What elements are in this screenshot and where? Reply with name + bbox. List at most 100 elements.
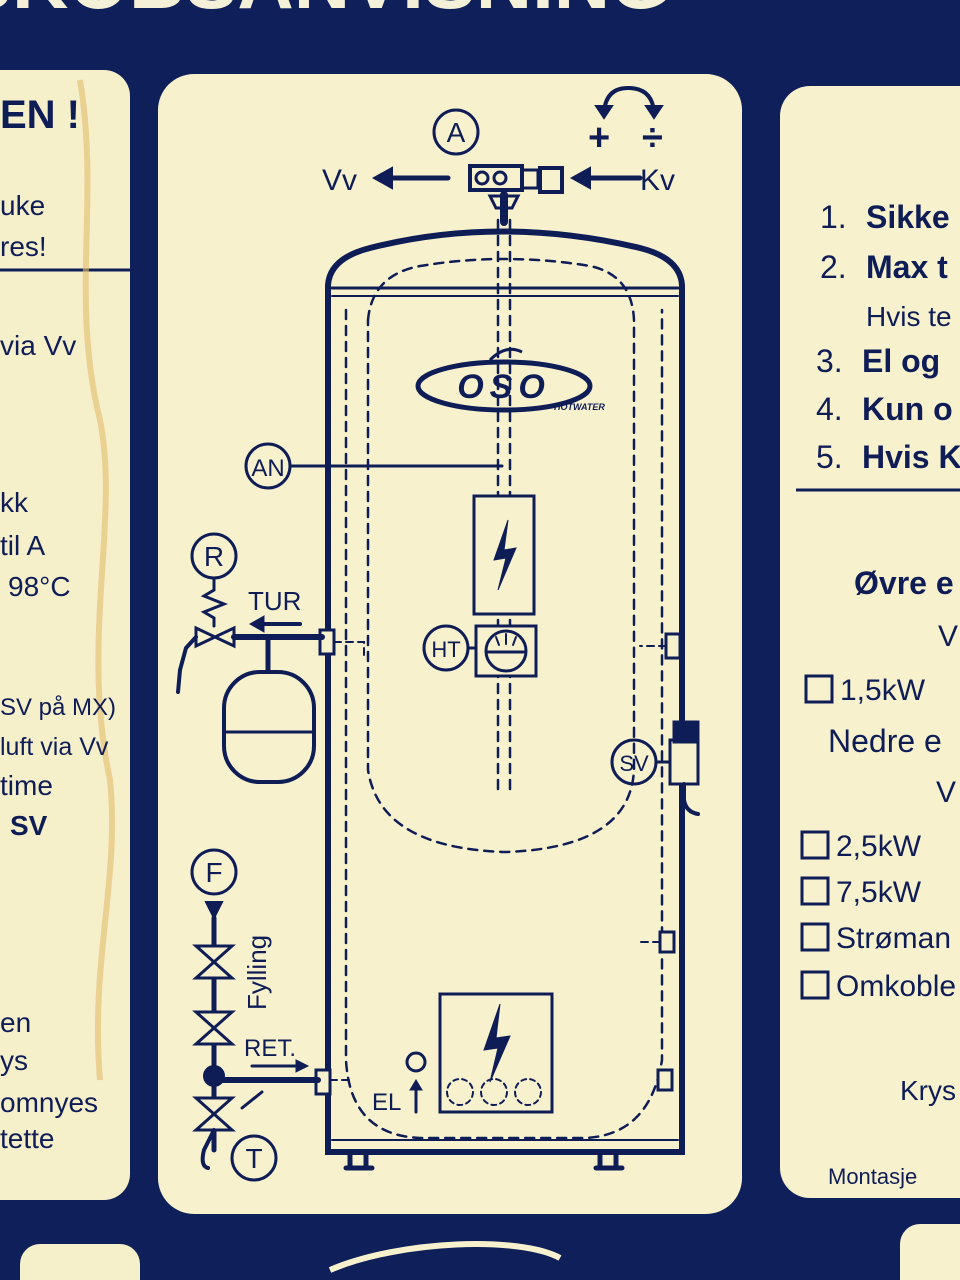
- bottom-logo-swoosh: [328, 1241, 562, 1273]
- thermostat-tick: [512, 636, 517, 646]
- label-vv: Vv: [322, 164, 357, 197]
- left-line: SV på MX): [0, 694, 116, 721]
- label-el: EL: [372, 1089, 401, 1116]
- step-number: 4.: [816, 391, 843, 427]
- lower-element-sub: V: [936, 776, 956, 809]
- step-text: Max t: [866, 249, 948, 285]
- footer-text: Krys: [900, 1075, 956, 1106]
- upper-element-sub: V: [938, 620, 958, 653]
- left-line: ys: [0, 1045, 28, 1076]
- lower-option-label: 2,5kW: [836, 830, 922, 863]
- fill-valve-lower: [192, 1010, 236, 1046]
- lower-option-checkbox[interactable]: [800, 970, 830, 1000]
- el-arrowhead: [409, 1079, 423, 1091]
- upper-option-label: 1,5kW: [840, 674, 926, 707]
- right-connection-bottom: [656, 1068, 674, 1092]
- bottom-right-panel-edge: [900, 1224, 960, 1280]
- left-line: omnyes: [0, 1087, 98, 1118]
- left-line: til A: [0, 530, 45, 561]
- label-minus: ÷: [642, 117, 663, 159]
- lower-option-checkbox[interactable]: [800, 922, 830, 952]
- el-indicator-icon: [405, 1051, 427, 1073]
- fill-valve-upper: [192, 944, 236, 980]
- left-line: en: [0, 1007, 31, 1038]
- label-fylling: Fylling: [242, 935, 272, 1010]
- label-f: F: [205, 857, 222, 888]
- label-circle-t: [230, 1134, 278, 1182]
- ret-flow-arrowhead: [295, 1059, 310, 1073]
- element-socket: [446, 1078, 474, 1106]
- step-text: Hvis te: [866, 301, 952, 332]
- inner-tank-dashed: [366, 257, 636, 854]
- lower-option-label: Omkoble: [836, 970, 956, 1003]
- safety-valve-body: [668, 738, 700, 786]
- left-line: tette: [0, 1123, 54, 1154]
- drain-outlet: [200, 1128, 216, 1170]
- step-text: Sikke: [866, 199, 950, 235]
- left-panel: [0, 70, 130, 1200]
- lower-heater-bolt-icon: [483, 1003, 511, 1083]
- water-stain: [77, 79, 116, 1081]
- pressure-valve-drain: [176, 635, 198, 694]
- step-number: 2.: [820, 249, 847, 285]
- step-number: 3.: [816, 343, 843, 379]
- label-sv: SV: [619, 751, 649, 776]
- upper-element-heading: Øvre e: [854, 565, 954, 601]
- bottom-left-panel-edge: [20, 1244, 140, 1280]
- label-ret: RET.: [244, 1035, 296, 1062]
- left-heading: EN !: [0, 93, 80, 137]
- left-line: uke: [0, 190, 45, 221]
- label-a: A: [447, 117, 466, 148]
- valve-knob: [492, 170, 508, 186]
- expansion-tank-icon: [222, 670, 316, 784]
- right-panel: [780, 86, 960, 1198]
- element-socket: [514, 1078, 542, 1106]
- tank-outline: [325, 228, 685, 1155]
- tur-connection: [318, 628, 336, 656]
- upper-option-checkbox[interactable]: [804, 674, 834, 704]
- tank-foot-left: [343, 1149, 375, 1171]
- step-text: Hvis K: [862, 439, 960, 475]
- left-line: luft via Vv: [0, 733, 109, 761]
- safety-valve-drain: [682, 782, 700, 816]
- upper-heater-bolt-icon: [493, 519, 517, 591]
- outer-insulation-dashed: [344, 308, 664, 1140]
- thermostat-tick: [495, 636, 500, 646]
- lower-heater-box: [438, 992, 554, 1114]
- lower-option-checkbox[interactable]: [800, 876, 830, 906]
- swap-arrowhead-left: [594, 105, 614, 120]
- step-text: El og: [862, 343, 940, 379]
- logo-ellipse: [415, 359, 593, 413]
- label-an: AN: [251, 455, 284, 482]
- step-number: 1.: [820, 199, 847, 235]
- label-kv: Kv: [640, 164, 675, 197]
- left-line: SV: [10, 810, 48, 841]
- label-circle-a: [432, 108, 480, 156]
- valve-connector: [538, 166, 564, 194]
- hot-water-arrowhead: [371, 166, 393, 190]
- logo-text: OSO: [457, 368, 551, 406]
- fill-arrow: [204, 901, 224, 921]
- tank-foot-right: [593, 1149, 625, 1171]
- tur-inner-pipe: [333, 641, 365, 661]
- drain-valve: [192, 1096, 236, 1132]
- step-text: Kun o: [862, 391, 953, 427]
- label-plus: +: [588, 117, 610, 159]
- footer-text-small: Montasje: [828, 1164, 917, 1189]
- swap-arrowhead-right: [644, 105, 664, 120]
- element-socket: [480, 1078, 508, 1106]
- header-title: SKOBSANVISNING: [0, 0, 671, 25]
- left-line: time: [0, 770, 53, 801]
- lower-option-checkbox[interactable]: [800, 830, 830, 860]
- valve-base: [487, 194, 521, 210]
- label-tur: TUR: [248, 586, 301, 616]
- right-connection-lower: [658, 930, 676, 954]
- lower-option-label: 7,5kW: [836, 876, 922, 909]
- thermostat-dial-icon: [484, 629, 528, 673]
- label-ht: HT: [431, 637, 460, 662]
- label-t: T: [245, 1143, 262, 1174]
- left-line: kk: [0, 487, 29, 518]
- cold-water-arrowhead: [569, 166, 591, 190]
- logo-subtext: HOTWATER: [554, 402, 605, 412]
